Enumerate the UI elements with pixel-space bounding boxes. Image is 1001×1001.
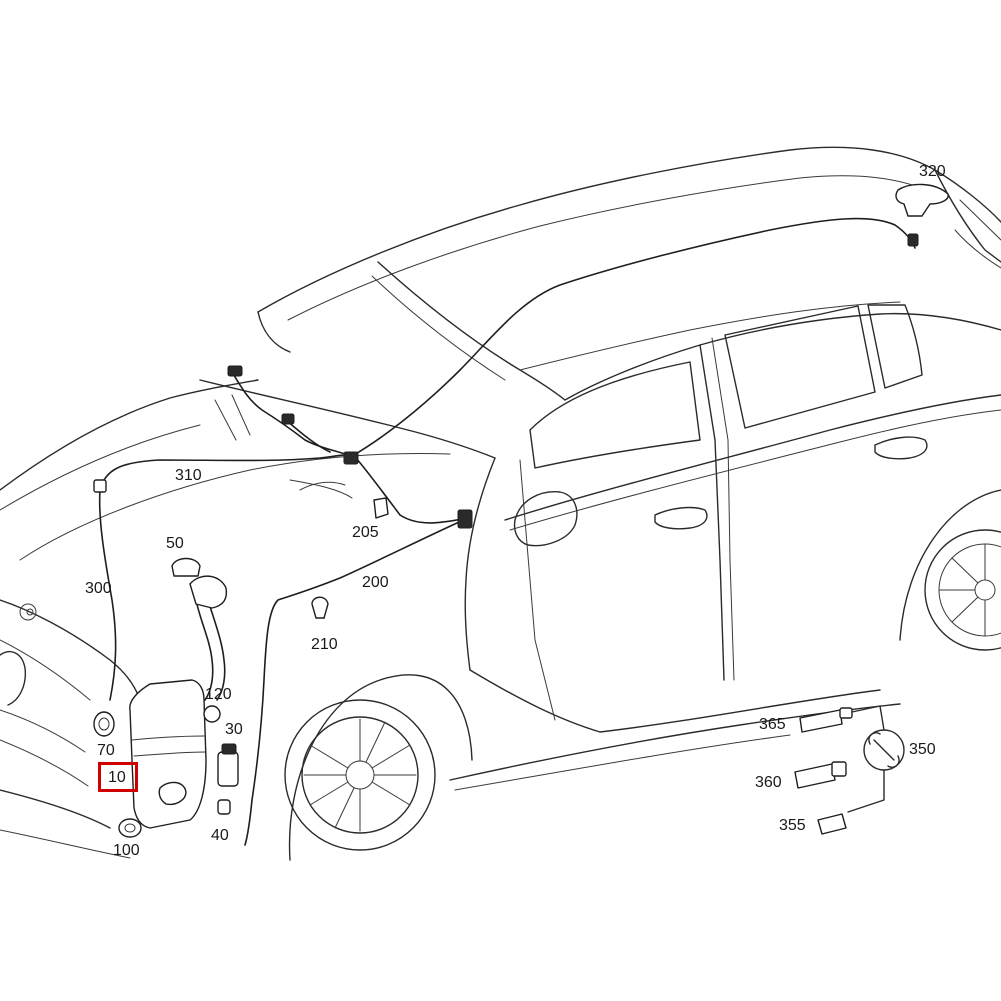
part-group-bracket: [847, 705, 885, 813]
callout-310: 310: [175, 467, 202, 484]
nozzle-left-part: [93, 479, 107, 493]
connector-360-part: [794, 761, 847, 789]
callout-360: 360: [755, 774, 782, 791]
grommet-100-part: [118, 818, 142, 838]
highlight-box-part-10: [98, 762, 138, 792]
callout-100: 100: [113, 842, 140, 859]
clip-205-part: [373, 497, 389, 519]
grommet-40-part: [217, 799, 231, 815]
car-body: [0, 146, 1001, 861]
callout-200: 200: [362, 574, 389, 591]
washer-reservoir-10-part: [129, 679, 207, 829]
wiper-hose-clips: [227, 365, 473, 529]
grommet-70-part: [93, 711, 115, 737]
washer-pump-30-part: [217, 743, 239, 787]
callout-320: 320: [919, 163, 946, 180]
callout-355: 355: [779, 817, 806, 834]
callout-10: 10: [108, 769, 126, 786]
callout-300: 300: [85, 580, 112, 597]
callout-50: 50: [166, 535, 184, 552]
callout-350: 350: [909, 741, 936, 758]
rear-nozzle-320-part: [895, 183, 949, 247]
callout-205: 205: [352, 524, 379, 541]
callout-365: 365: [759, 716, 786, 733]
callout-40: 40: [211, 827, 229, 844]
callout-120: 120: [205, 686, 232, 703]
sleeve-355-part: [817, 813, 847, 835]
washer-hoses: [98, 217, 916, 846]
clip-120-part: [203, 705, 221, 723]
wrench-icon: [863, 729, 905, 771]
nozzle-365-part: [799, 707, 853, 733]
filler-cap-50-part: [171, 557, 228, 609]
callout-70: 70: [97, 742, 115, 759]
clip-210-part: [311, 596, 329, 619]
callout-210: 210: [311, 636, 338, 653]
callout-30: 30: [225, 721, 243, 738]
